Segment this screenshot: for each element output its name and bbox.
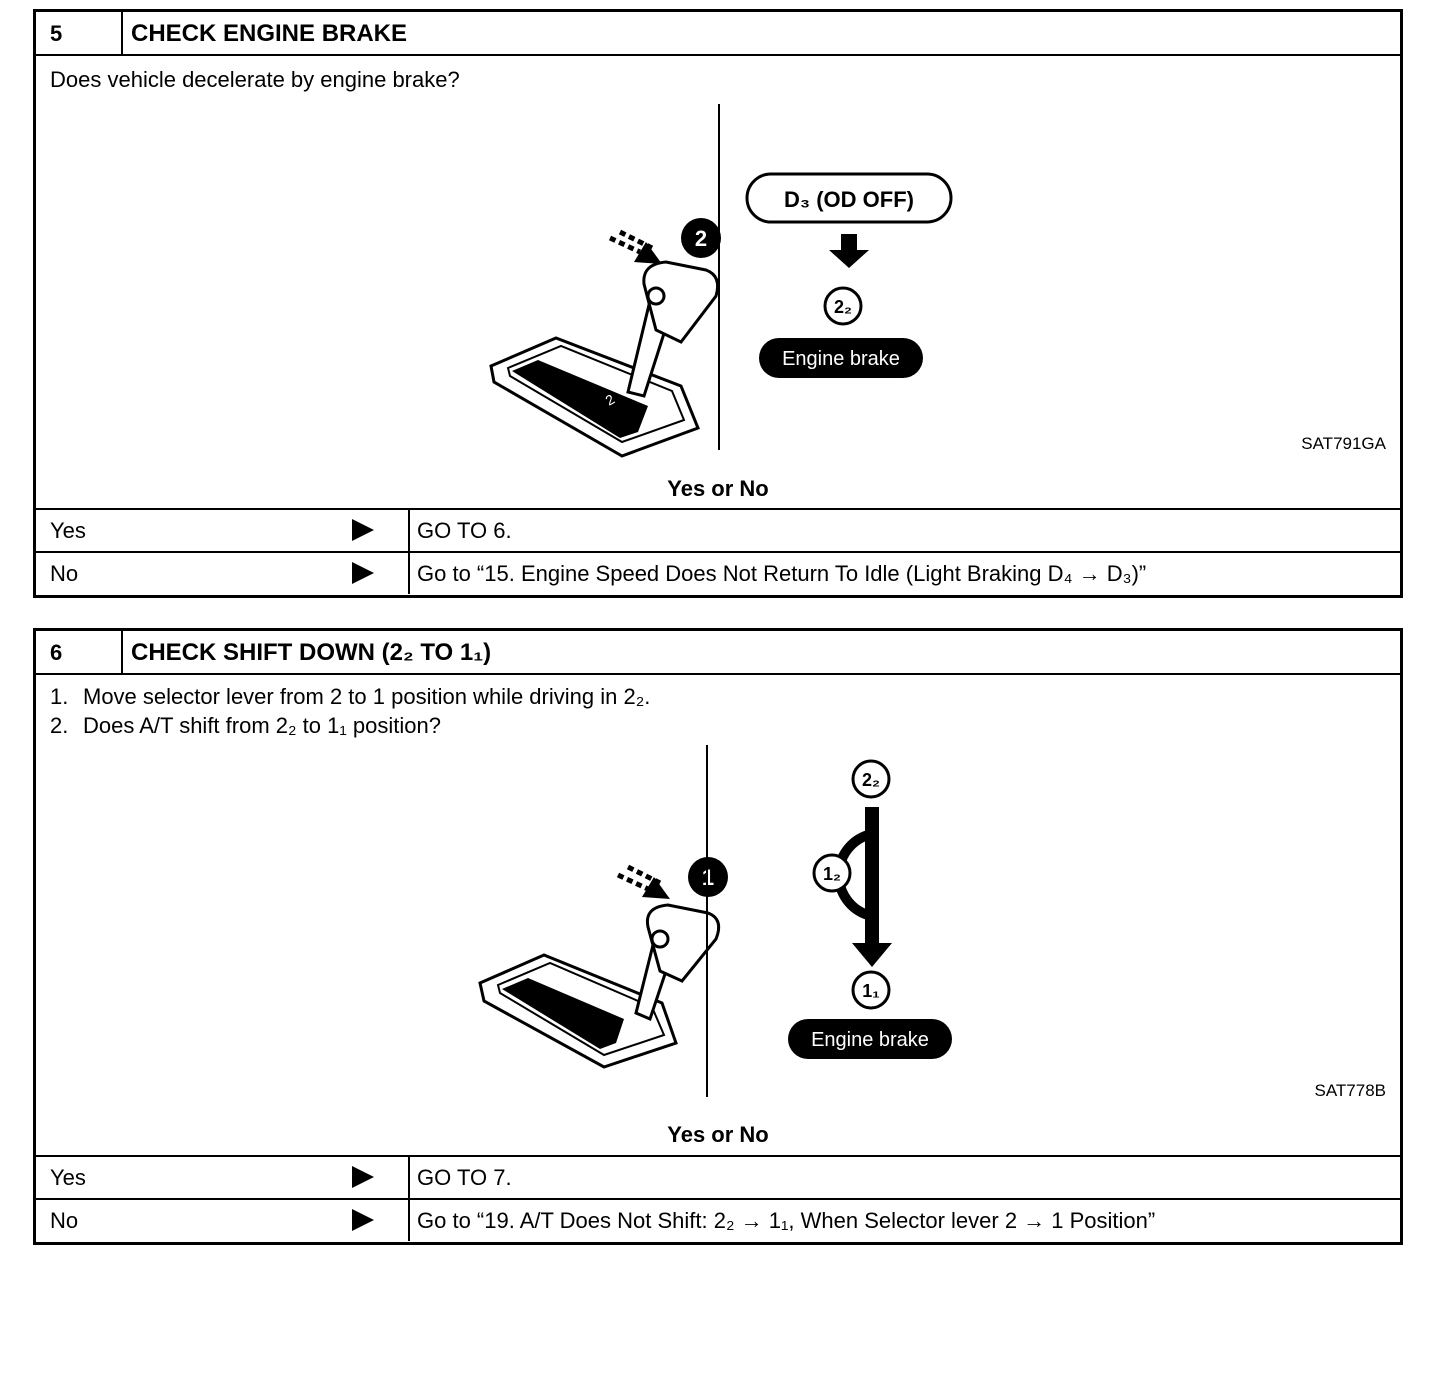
engine-brake-flow-diagram: D₃ (OD OFF) 2₂ Engine brake bbox=[745, 172, 953, 378]
push-arrow bbox=[616, 864, 662, 892]
instruction-text: Move selector lever from 2 to 1 position… bbox=[83, 684, 651, 709]
instruction-text: Does A/T shift from 2₂ to 1₁ position? bbox=[83, 713, 441, 738]
engine-brake-label: Engine brake bbox=[782, 348, 900, 370]
engine-brake-pill bbox=[759, 338, 923, 378]
step-6-instruction-2: 2. Does A/T shift from 2₂ to 1₁ position? bbox=[50, 712, 441, 740]
lever-button bbox=[650, 929, 670, 949]
step-5-title: CHECK ENGINE BRAKE bbox=[131, 20, 408, 47]
mode-pill bbox=[745, 172, 953, 224]
answer-row-yes: Yes GO TO 6. bbox=[36, 508, 1400, 551]
push-arrow bbox=[608, 229, 654, 255]
gear-label: 2₂ bbox=[834, 297, 852, 317]
step-6-title: CHECK SHIFT DOWN (2₂ TO 1₁) bbox=[131, 639, 492, 666]
engine-brake-label: Engine brake bbox=[811, 1029, 929, 1051]
lever-marker-number: 2 bbox=[695, 226, 707, 251]
step-5-block: 5 CHECK ENGINE BRAKE Does vehicle decele… bbox=[33, 9, 1403, 598]
step-5-question: Does vehicle decelerate by engine brake? bbox=[50, 67, 460, 92]
answer-label: No bbox=[36, 1200, 410, 1241]
answer-row-no: No Go to “19. A/T Does Not Shift: 2₂ → 1… bbox=[36, 1198, 1400, 1241]
top-gear-label: 2₂ bbox=[862, 770, 880, 790]
answer-action: Go to “15. Engine Speed Does Not Return … bbox=[417, 561, 1147, 586]
gear-circle bbox=[823, 286, 863, 326]
step-6-instruction-1: 1. Move selector lever from 2 to 1 positi… bbox=[50, 683, 650, 711]
shift-gate-dark-band bbox=[502, 978, 624, 1049]
figure-code: SAT791GA bbox=[1301, 434, 1386, 453]
shift-gate-slot bbox=[496, 961, 666, 1057]
mode-label: D₃ (OD OFF) bbox=[784, 187, 914, 212]
lever-marker-circle bbox=[688, 857, 728, 897]
shift-down-arrow-head bbox=[852, 943, 892, 967]
step-5-number: 5 bbox=[36, 12, 123, 54]
selector-lever-illustration: 2 2 bbox=[489, 218, 721, 458]
side-gear-label: 1₂ bbox=[823, 864, 841, 884]
instruction-number: 1. bbox=[50, 684, 69, 709]
shift-down-arrow-shaft bbox=[865, 807, 879, 945]
figure-code: SAT778B bbox=[1314, 1081, 1386, 1100]
answer-action: Go to “19. A/T Does Not Shift: 2₂ → 1₁, … bbox=[417, 1208, 1156, 1233]
yes-or-no-prompt: Yes or No bbox=[667, 1122, 769, 1147]
arrow-right-icon bbox=[352, 1209, 374, 1231]
step-6-header: 6 CHECK SHIFT DOWN (2₂ TO 1₁) bbox=[36, 631, 1400, 675]
selector-lever-illustration: 1 bbox=[478, 857, 728, 1069]
arrow-right-icon bbox=[352, 1166, 374, 1188]
figure-divider bbox=[718, 104, 720, 450]
engine-brake-pill bbox=[788, 1019, 952, 1059]
step-5-body: Does vehicle decelerate by engine brake?… bbox=[36, 56, 1400, 508]
bottom-gear-circle bbox=[851, 970, 891, 1010]
yes-or-no-prompt: Yes or No bbox=[667, 476, 769, 501]
shift-gate-slot bbox=[506, 344, 686, 444]
step-6-body: 1. Move selector lever from 2 to 1 positi… bbox=[36, 675, 1400, 1155]
down-arrow bbox=[829, 234, 869, 268]
answer-action: GO TO 7. bbox=[417, 1165, 512, 1190]
answer-action: GO TO 6. bbox=[417, 518, 512, 543]
top-gear-circle bbox=[851, 759, 891, 799]
step-6-block: 6 CHECK SHIFT DOWN (2₂ TO 1₁) 1. Move sel… bbox=[33, 628, 1403, 1245]
push-arrow-head bbox=[634, 242, 662, 264]
step-5-header: 5 CHECK ENGINE BRAKE bbox=[36, 12, 1400, 56]
arrow-right-icon bbox=[352, 519, 374, 541]
lever-button bbox=[646, 286, 666, 306]
instruction-number: 2. bbox=[50, 713, 69, 738]
lever-handle bbox=[645, 903, 721, 983]
bottom-gear-label: 1₁ bbox=[862, 981, 879, 1001]
lever-marker-number: 1 bbox=[702, 865, 714, 890]
answer-label: Yes bbox=[36, 1157, 410, 1198]
lever-marker-circle bbox=[681, 218, 721, 258]
figure-divider bbox=[706, 745, 708, 1097]
answer-row-no: No Go to “15. Engine Speed Does Not Retu… bbox=[36, 551, 1400, 594]
step-6-number: 6 bbox=[36, 631, 123, 673]
shift-down-diagram: 2₂ 1₂ 1₁ Engine brake bbox=[788, 759, 952, 1059]
shift-gate-dark-band bbox=[512, 360, 648, 438]
lever-handle bbox=[642, 260, 720, 344]
arrow-right-icon bbox=[352, 562, 374, 584]
push-arrow-head bbox=[642, 877, 670, 899]
answer-row-yes: Yes GO TO 7. bbox=[36, 1155, 1400, 1198]
answer-label: No bbox=[36, 553, 410, 594]
answer-label: Yes bbox=[36, 510, 410, 551]
side-gear-circle bbox=[812, 853, 852, 893]
